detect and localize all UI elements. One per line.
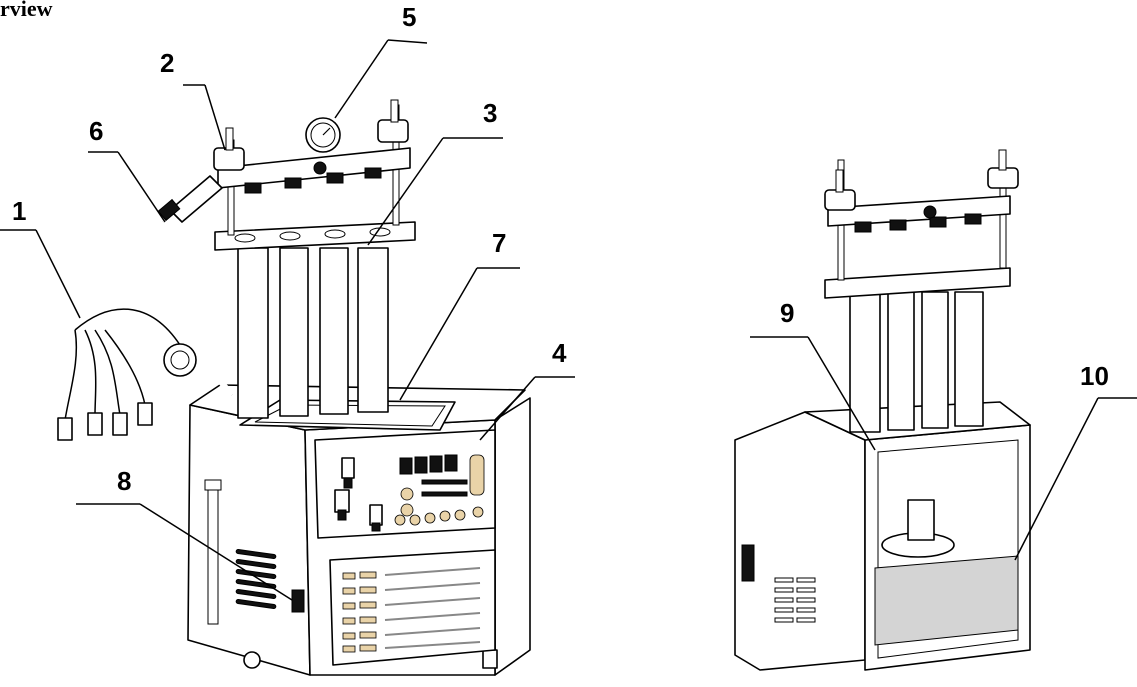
- clamp-knob-left: [213, 127, 245, 171]
- cable-plug: [57, 417, 73, 441]
- rear-injector-bar: [827, 195, 1011, 227]
- rear-vents: [774, 577, 816, 623]
- rear-view-machine: [734, 149, 1031, 671]
- level-tube-cap: [204, 479, 222, 491]
- cable-plug: [137, 402, 153, 426]
- instruction-rows: [342, 567, 481, 653]
- pressure-gauge: [305, 117, 341, 175]
- clamp-knob-right: [377, 99, 409, 143]
- section-heading: rview: [0, 0, 53, 21]
- display-digits: [399, 454, 458, 475]
- cable-plug: [87, 412, 103, 436]
- cable-plug: [112, 412, 128, 436]
- display-injectors: [334, 457, 383, 532]
- control-buttons: [394, 454, 485, 526]
- callout-leaders: [0, 39, 1137, 601]
- internal-tank: [874, 555, 1019, 646]
- rear-knob-left: [824, 169, 856, 211]
- injector-cable-set: [57, 308, 197, 441]
- callout-10: 10: [1080, 361, 1109, 391]
- rear-cylinders: [849, 291, 984, 433]
- callout-labels: 1 2 3 4 5 6 7 8 9 10: [12, 2, 1109, 496]
- rear-plate: [824, 267, 1011, 299]
- internal-pump: [907, 499, 935, 541]
- rear-knob-right: [987, 149, 1019, 189]
- side-vents: [235, 548, 277, 610]
- callout-1: 1: [12, 196, 26, 226]
- callout-2: 2: [160, 48, 174, 78]
- rear-bar-caps: [854, 205, 982, 233]
- callout-3: 3: [483, 98, 497, 128]
- bar-injector-caps: [244, 167, 382, 194]
- rear-cabinet-side: [734, 411, 866, 671]
- foot: [482, 649, 498, 669]
- hose-fitting: [157, 175, 223, 223]
- callout-8: 8: [117, 466, 131, 496]
- return-hose: [156, 221, 235, 397]
- cabinet-side-face: [494, 397, 531, 676]
- callout-6: 6: [89, 116, 103, 146]
- front-view-machine: [156, 99, 531, 676]
- callout-5: 5: [402, 2, 416, 32]
- drain-valve: [243, 651, 261, 669]
- callout-9: 9: [780, 298, 794, 328]
- injector-plate: [214, 221, 416, 251]
- power-switch: [291, 589, 305, 613]
- level-tube: [207, 483, 219, 625]
- callout-7: 7: [492, 228, 506, 258]
- cabinet-left-face: [187, 404, 311, 676]
- measuring-cylinders: [237, 247, 389, 419]
- power-socket: [741, 544, 755, 582]
- callout-4: 4: [552, 338, 567, 368]
